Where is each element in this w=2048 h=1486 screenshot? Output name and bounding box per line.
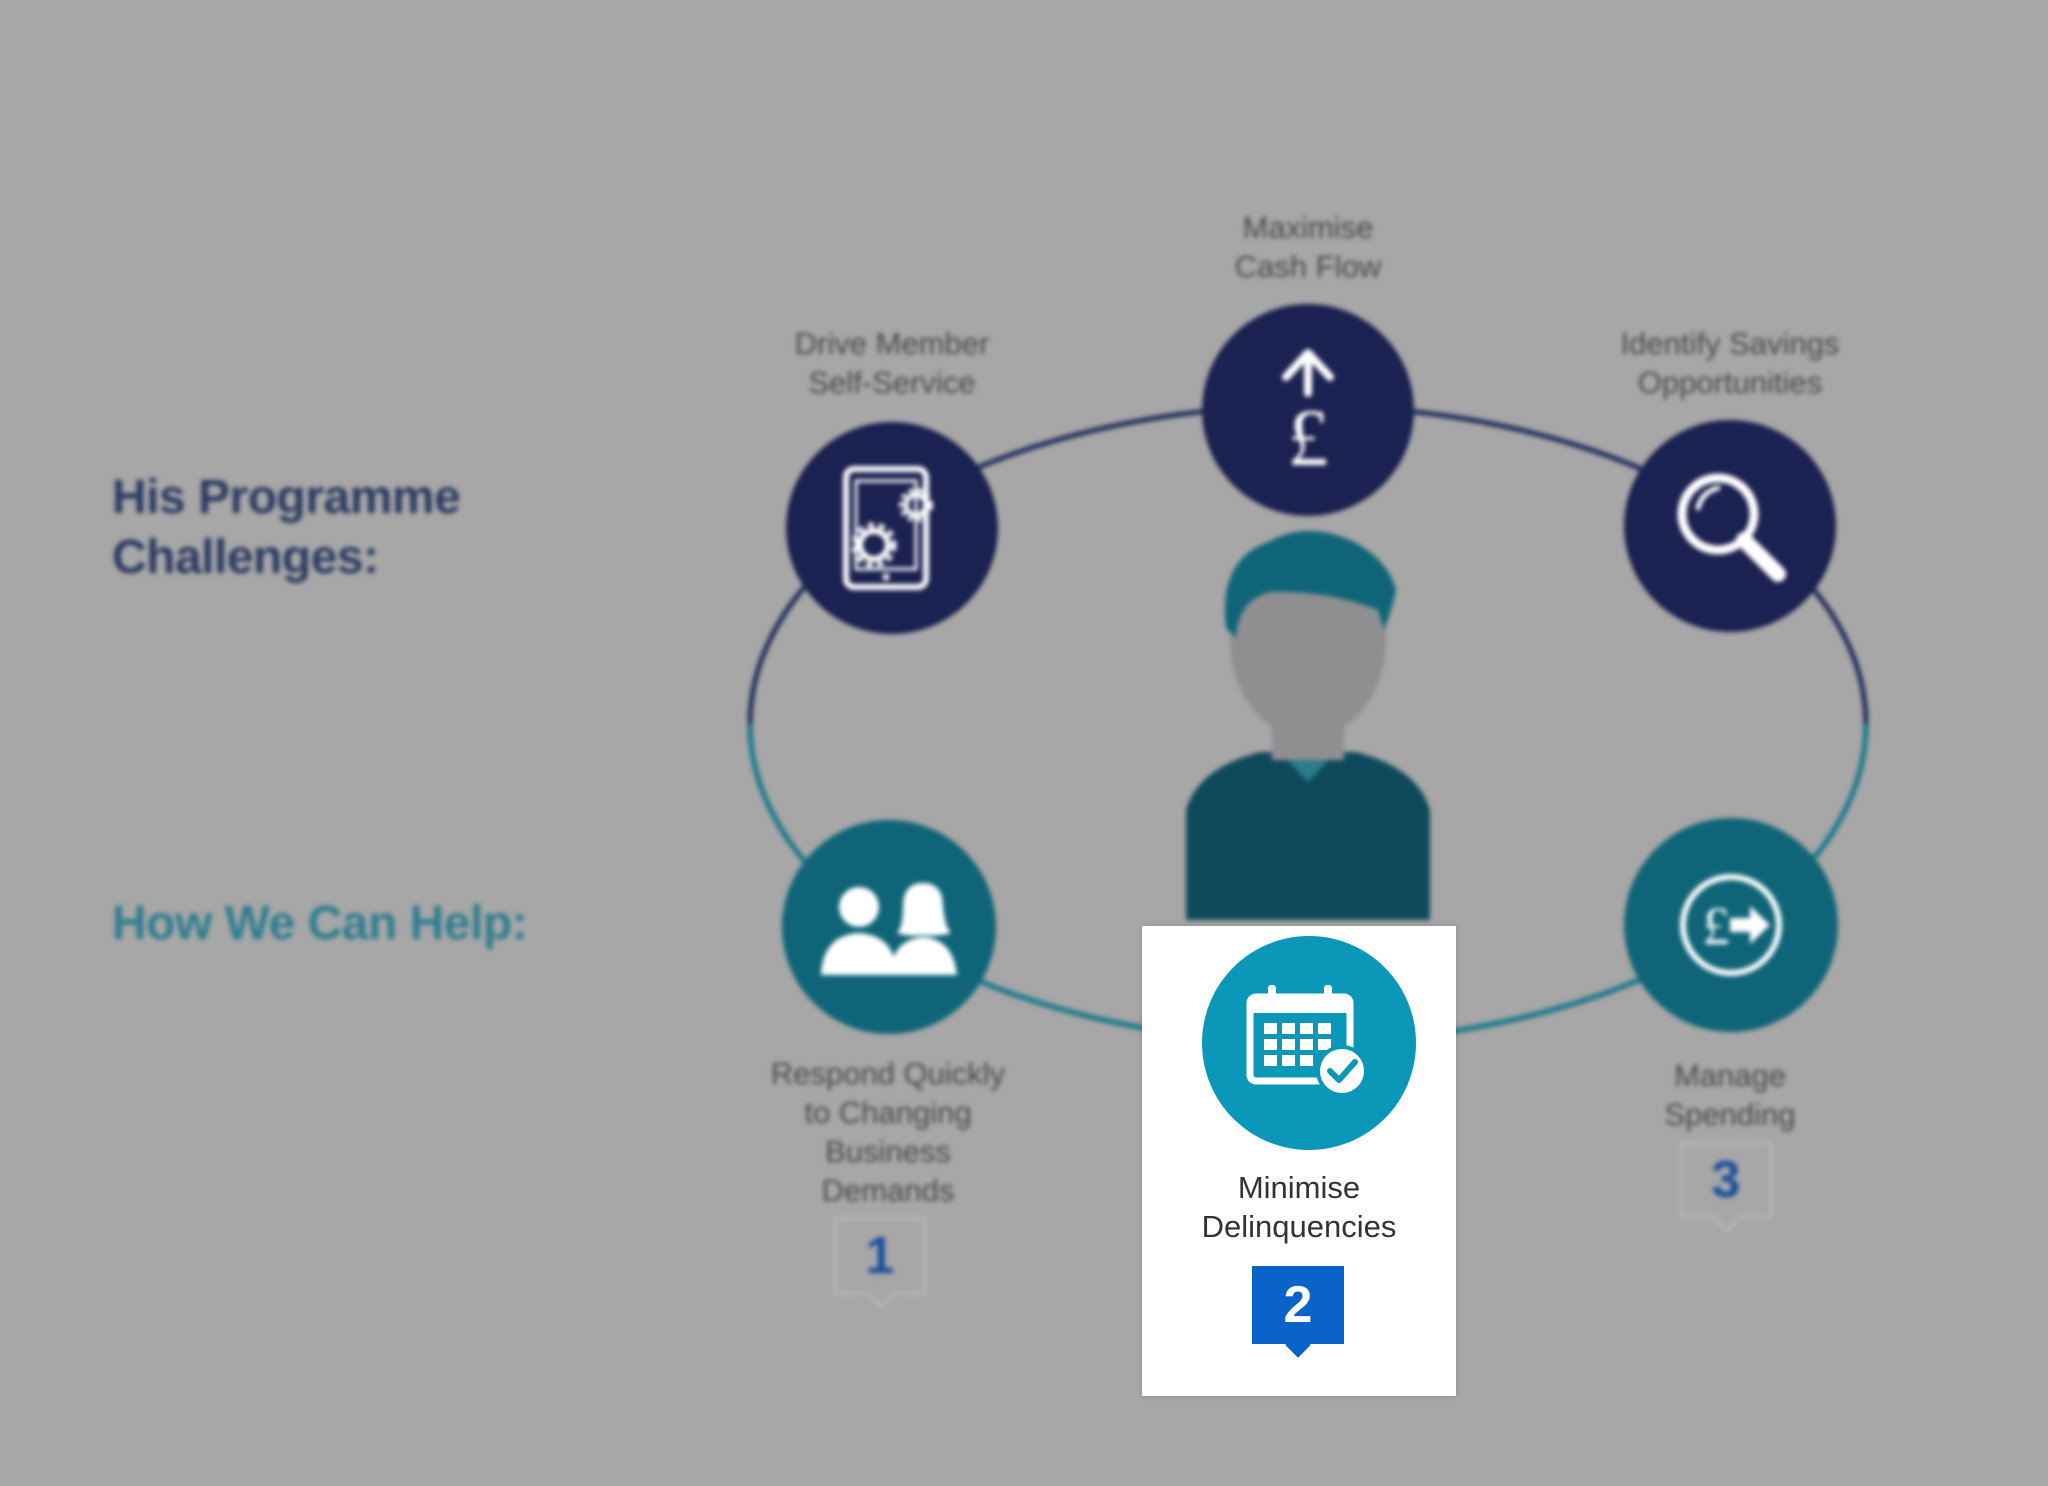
badge-1[interactable]: 1 [834,1218,926,1294]
people-icon [821,883,957,975]
cash-flow-label: Maximise Cash Flow [1234,210,1382,284]
challenges-heading: His Programme Challenges: [112,471,461,584]
delinquencies-label: Minimise Delinquencies [1201,1170,1397,1244]
spending-label: Manage Spending [1664,1058,1796,1132]
delinquencies-node[interactable] [1202,936,1416,1150]
svg-text:£: £ [1288,392,1329,475]
savings-label: Identify Savings Opportunities [1620,326,1840,400]
badge-3[interactable]: 3 [1680,1142,1772,1218]
drive-member-label: Drive Member Self-Service [794,326,990,400]
tablet-gear-icon [843,466,933,590]
respond-node[interactable] [782,820,996,1034]
help-heading: How We Can Help: [112,897,528,950]
pound-arrow-up-icon: £ [1282,349,1334,475]
drive-member-node[interactable] [786,422,998,634]
cash-flow-node[interactable]: £ [1202,304,1414,516]
calendar-check-icon [1246,985,1368,1097]
pound-arrow-right-icon: £ [1680,874,1782,976]
spending-node[interactable]: £ [1624,818,1838,1032]
svg-text:£: £ [1703,896,1730,956]
person-figure [1186,531,1430,920]
respond-label: Respond Quickly to Changing Business Dem… [770,1056,1006,1208]
delinquencies-card[interactable]: Minimise Delinquencies 2 [1142,926,1456,1396]
magnifier-icon [1677,473,1786,582]
badge-2[interactable]: 2 [1252,1266,1344,1344]
savings-node[interactable] [1624,420,1836,632]
